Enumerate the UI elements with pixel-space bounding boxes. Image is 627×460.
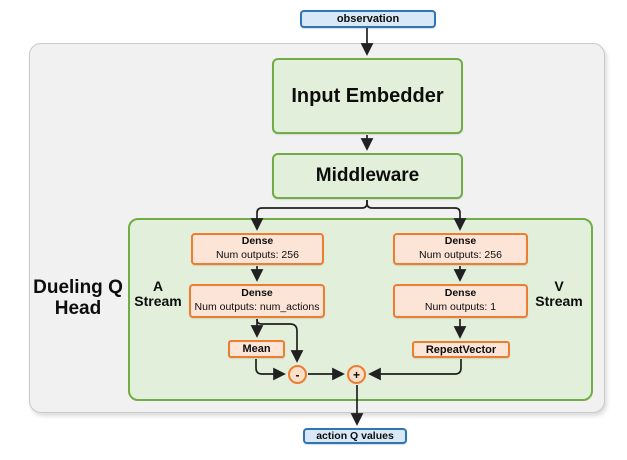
plus-icon: +	[352, 367, 360, 382]
middleware-node: Middleware	[272, 153, 463, 199]
v-dense1-title: Dense	[444, 235, 477, 248]
minus-icon: -	[295, 367, 300, 382]
v-dense1-node: Dense Num outputs: 256	[393, 233, 528, 265]
a-stream-line2: Stream	[134, 293, 182, 309]
a-stream-line1: A	[152, 278, 164, 294]
a-dense2-node: Dense Num outputs: num_actions	[189, 284, 325, 318]
v-dense1-subtitle: Num outputs: 256	[419, 249, 502, 261]
subtract-op-node: -	[288, 365, 307, 384]
dueling-q-head-line1: Dueling Q	[33, 277, 123, 298]
observation-node: observation	[300, 10, 436, 28]
input-embedder-label: Input Embedder	[291, 84, 444, 107]
v-stream-line2: Stream	[535, 293, 583, 309]
repeat-vector-node: RepeatVector	[412, 341, 510, 358]
a-dense1-title: Dense	[241, 235, 274, 248]
input-embedder-node: Input Embedder	[272, 58, 463, 134]
a-dense2-title: Dense	[241, 287, 273, 300]
a-dense1-subtitle: Num outputs: 256	[216, 249, 299, 261]
v-stream-line1: V	[554, 278, 564, 294]
mean-label: Mean	[242, 343, 271, 355]
v-dense2-subtitle: Num outputs: 1	[424, 301, 497, 313]
v-dense2-title: Dense	[444, 287, 477, 300]
a-dense2-subtitle: Num outputs: num_actions	[194, 301, 320, 313]
add-op-node: +	[347, 365, 366, 384]
mean-node: Mean	[228, 340, 285, 358]
a-dense1-node: Dense Num outputs: 256	[191, 233, 324, 265]
observation-label: observation	[336, 13, 400, 25]
middleware-label: Middleware	[315, 165, 420, 186]
dueling-q-head-line2: Head	[54, 298, 102, 319]
v-dense2-node: Dense Num outputs: 1	[393, 284, 528, 318]
action-q-values-node: action Q values	[303, 428, 407, 444]
repeat-vector-label: RepeatVector	[425, 343, 497, 356]
v-stream-label: V Stream	[530, 279, 588, 309]
action-q-values-label: action Q values	[316, 430, 394, 442]
a-stream-label: A Stream	[129, 279, 187, 309]
dueling-q-head-label: Dueling Q Head	[18, 277, 138, 319]
